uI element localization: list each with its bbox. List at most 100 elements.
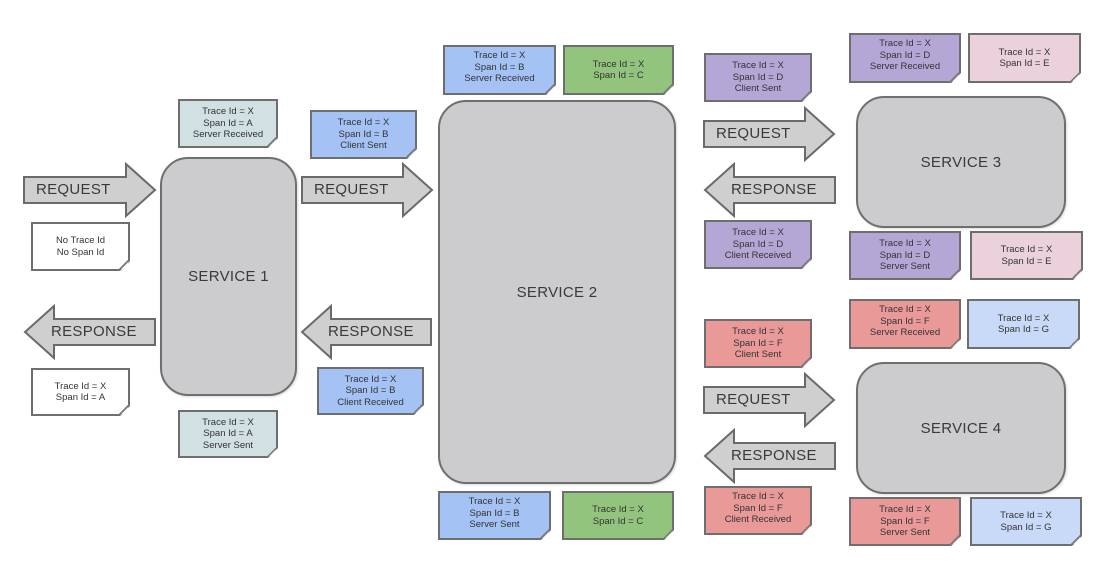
note-line: Trace Id = X xyxy=(879,38,931,49)
note-line: Span Id = B xyxy=(474,61,525,73)
service-3-box: SERVICE 3 xyxy=(856,96,1066,228)
note-line: Client Sent xyxy=(340,140,387,152)
note-line: Span Id = D xyxy=(732,238,784,250)
arrow-body xyxy=(301,161,434,219)
response-arrow-label: RESPONSE xyxy=(731,181,817,198)
note-line: Trace Id = X xyxy=(202,106,254,118)
note-line: Trace Id = X xyxy=(592,58,645,70)
note-fold-corner xyxy=(800,257,811,268)
note-fold-corner xyxy=(118,259,129,270)
arrow-right-shape xyxy=(301,161,434,219)
note-fold-corner xyxy=(662,528,673,539)
note-line: Trace Id = X xyxy=(468,496,521,507)
note-line: No Span Id xyxy=(56,246,105,258)
note-line: Trace Id = X xyxy=(202,416,254,428)
note-line: Trace Id = X xyxy=(732,491,784,502)
request-arrow-label: REQUEST xyxy=(314,181,389,198)
note-line: Span Id = C xyxy=(593,70,644,81)
note-line: Span Id = E xyxy=(1001,255,1052,267)
note-line: Span Id = G xyxy=(1000,521,1052,533)
note-line: Server Sent xyxy=(879,527,931,539)
note-line: Span Id = D xyxy=(879,49,931,61)
note-line: Server Sent xyxy=(879,261,931,273)
arrow-body xyxy=(703,427,836,485)
note-line: Span Id = E xyxy=(999,58,1050,69)
service-2-label: SERVICE 2 xyxy=(516,283,598,301)
request-arrow-label: REQUEST xyxy=(716,391,791,408)
note-line: Client Sent xyxy=(734,349,782,361)
response-arrow-from-service-3: RESPONSE xyxy=(703,161,836,219)
arrow-left-shape xyxy=(23,303,156,361)
note-fold-corner xyxy=(949,337,960,348)
note-line: Span Id = B xyxy=(345,385,396,397)
note-line: Span Id = A xyxy=(55,392,106,403)
response-arrow-from-service-4: RESPONSE xyxy=(703,427,836,485)
note-line: Trace Id = X xyxy=(592,504,644,515)
note-fold-corner xyxy=(1070,534,1081,545)
note-fold-corner xyxy=(949,534,960,545)
note-line: No Trace Id xyxy=(55,235,106,246)
request-arrow-to-service-1: REQUEST xyxy=(23,161,157,219)
note-fold-corner xyxy=(949,268,960,279)
note-line: Span Id = F xyxy=(880,315,930,327)
note-line: Trace Id = X xyxy=(1000,510,1052,521)
note-line: Server Sent xyxy=(469,519,520,530)
request-arrow-label: REQUEST xyxy=(716,125,791,142)
arrow-body xyxy=(23,161,157,219)
response-arrow-label: RESPONSE xyxy=(731,447,817,464)
response-arrow-label: RESPONSE xyxy=(328,323,414,340)
note-line: Span Id = F xyxy=(880,515,930,527)
note-line: Span Id = B xyxy=(338,128,389,140)
note-line: Trace Id = X xyxy=(732,326,784,338)
note-line: Server Received xyxy=(869,61,941,72)
service-4-box: SERVICE 4 xyxy=(856,362,1066,494)
note-line: Trace Id = X xyxy=(732,227,784,239)
note-line: Trace Id = X xyxy=(1000,244,1053,255)
note-fold-corner xyxy=(662,83,673,94)
note-line: Client Received xyxy=(337,396,404,408)
service-1-box: SERVICE 1 xyxy=(160,157,297,396)
note-fold-corner xyxy=(1071,268,1082,279)
arrow-body xyxy=(703,105,836,163)
note-line: Trace Id = X xyxy=(879,304,931,315)
note-line: Trace Id = X xyxy=(54,380,107,392)
note-fold-corner xyxy=(800,523,811,534)
note-line: Trace Id = X xyxy=(879,238,931,250)
note-fold-corner xyxy=(1068,337,1079,348)
request-arrow-to-service-3: REQUEST xyxy=(703,105,836,163)
note-fold-corner xyxy=(412,403,423,414)
note-line: Client Received xyxy=(724,250,792,262)
arrow-body xyxy=(703,371,836,429)
note-fold-corner xyxy=(800,90,811,101)
note-line: Client Sent xyxy=(734,83,782,95)
note-fold-corner xyxy=(949,71,960,82)
note-line: Trace Id = X xyxy=(344,373,397,385)
note-fold-corner xyxy=(1069,71,1080,82)
note-line: Span Id = C xyxy=(592,515,644,527)
service-4-label: SERVICE 4 xyxy=(920,419,1002,437)
note-line: Trace Id = X xyxy=(732,60,784,72)
note-line: Trace Id = X xyxy=(337,117,390,129)
response-arrow-label: RESPONSE xyxy=(51,323,137,340)
request-arrow-to-service-2: REQUEST xyxy=(301,161,434,219)
note-fold-corner xyxy=(266,446,277,457)
note-line: Span Id = G xyxy=(998,324,1049,335)
note-line: Span Id = F xyxy=(733,502,783,514)
note-line: Trace Id = X xyxy=(879,504,931,516)
